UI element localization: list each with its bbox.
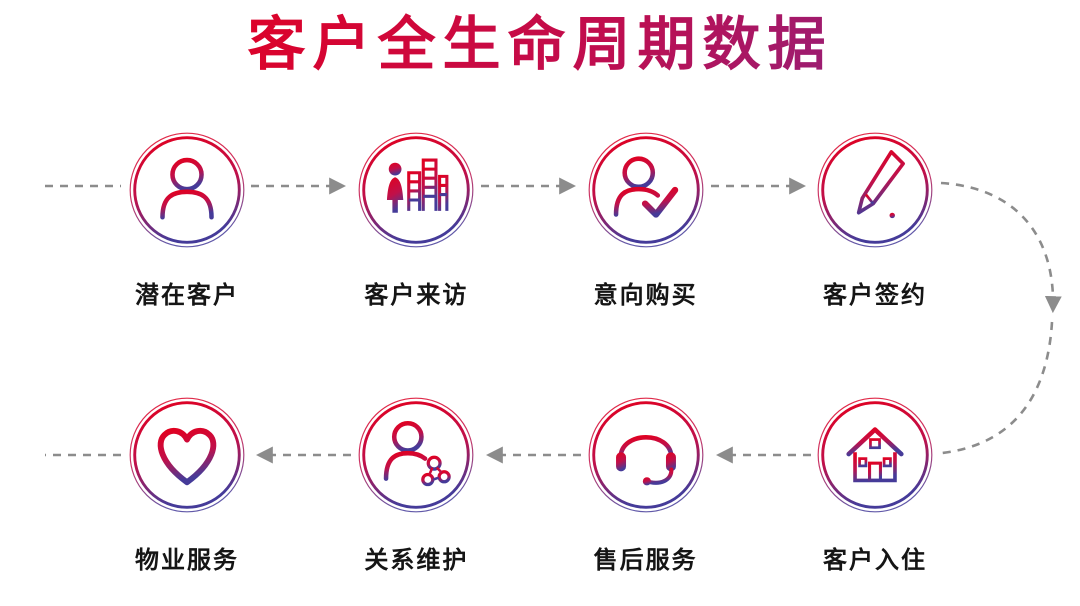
- top-row: 潜在客户 客户来访: [126, 131, 936, 310]
- headset-icon: [588, 397, 704, 513]
- stage-customer-signing: 客户签约: [814, 131, 936, 310]
- house-icon: [817, 397, 933, 513]
- stage-relationship-maintenance: 关系维护: [355, 396, 477, 575]
- stage-label: 客户入住: [822, 547, 927, 574]
- stage-label: 物业服务: [135, 547, 239, 574]
- heart-icon: [129, 397, 245, 513]
- stage-customer-move-in: 客户入住: [814, 396, 936, 575]
- stage-label: 意向购买: [593, 282, 698, 309]
- stage-label: 关系维护: [364, 547, 469, 574]
- connector-right-curve-down: [940, 181, 1062, 314]
- user-icon: [129, 132, 245, 248]
- stage-label: 客户签约: [822, 282, 927, 309]
- connector-right-curve-in: [941, 321, 1054, 455]
- stage-potential-customer: 潜在客户: [126, 131, 248, 310]
- page-title: 客户全生命周期数据: [0, 12, 1080, 79]
- stage-after-sales-service: 售后服务: [585, 396, 707, 575]
- user-check-icon: [588, 132, 704, 248]
- stage-purchase-intent: 意向购买: [585, 131, 707, 310]
- stage-property-service: 物业服务: [126, 396, 248, 575]
- visitor-buildings-icon: [358, 132, 474, 248]
- stage-customer-visit: 客户来访: [355, 131, 477, 310]
- stage-label: 潜在客户: [135, 282, 239, 309]
- stage-label: 售后服务: [593, 547, 698, 574]
- bottom-row: 物业服务 关系维护: [126, 396, 936, 575]
- stage-label: 客户来访: [364, 282, 469, 309]
- user-network-icon: [358, 397, 474, 513]
- pen-signature-icon: [817, 132, 933, 248]
